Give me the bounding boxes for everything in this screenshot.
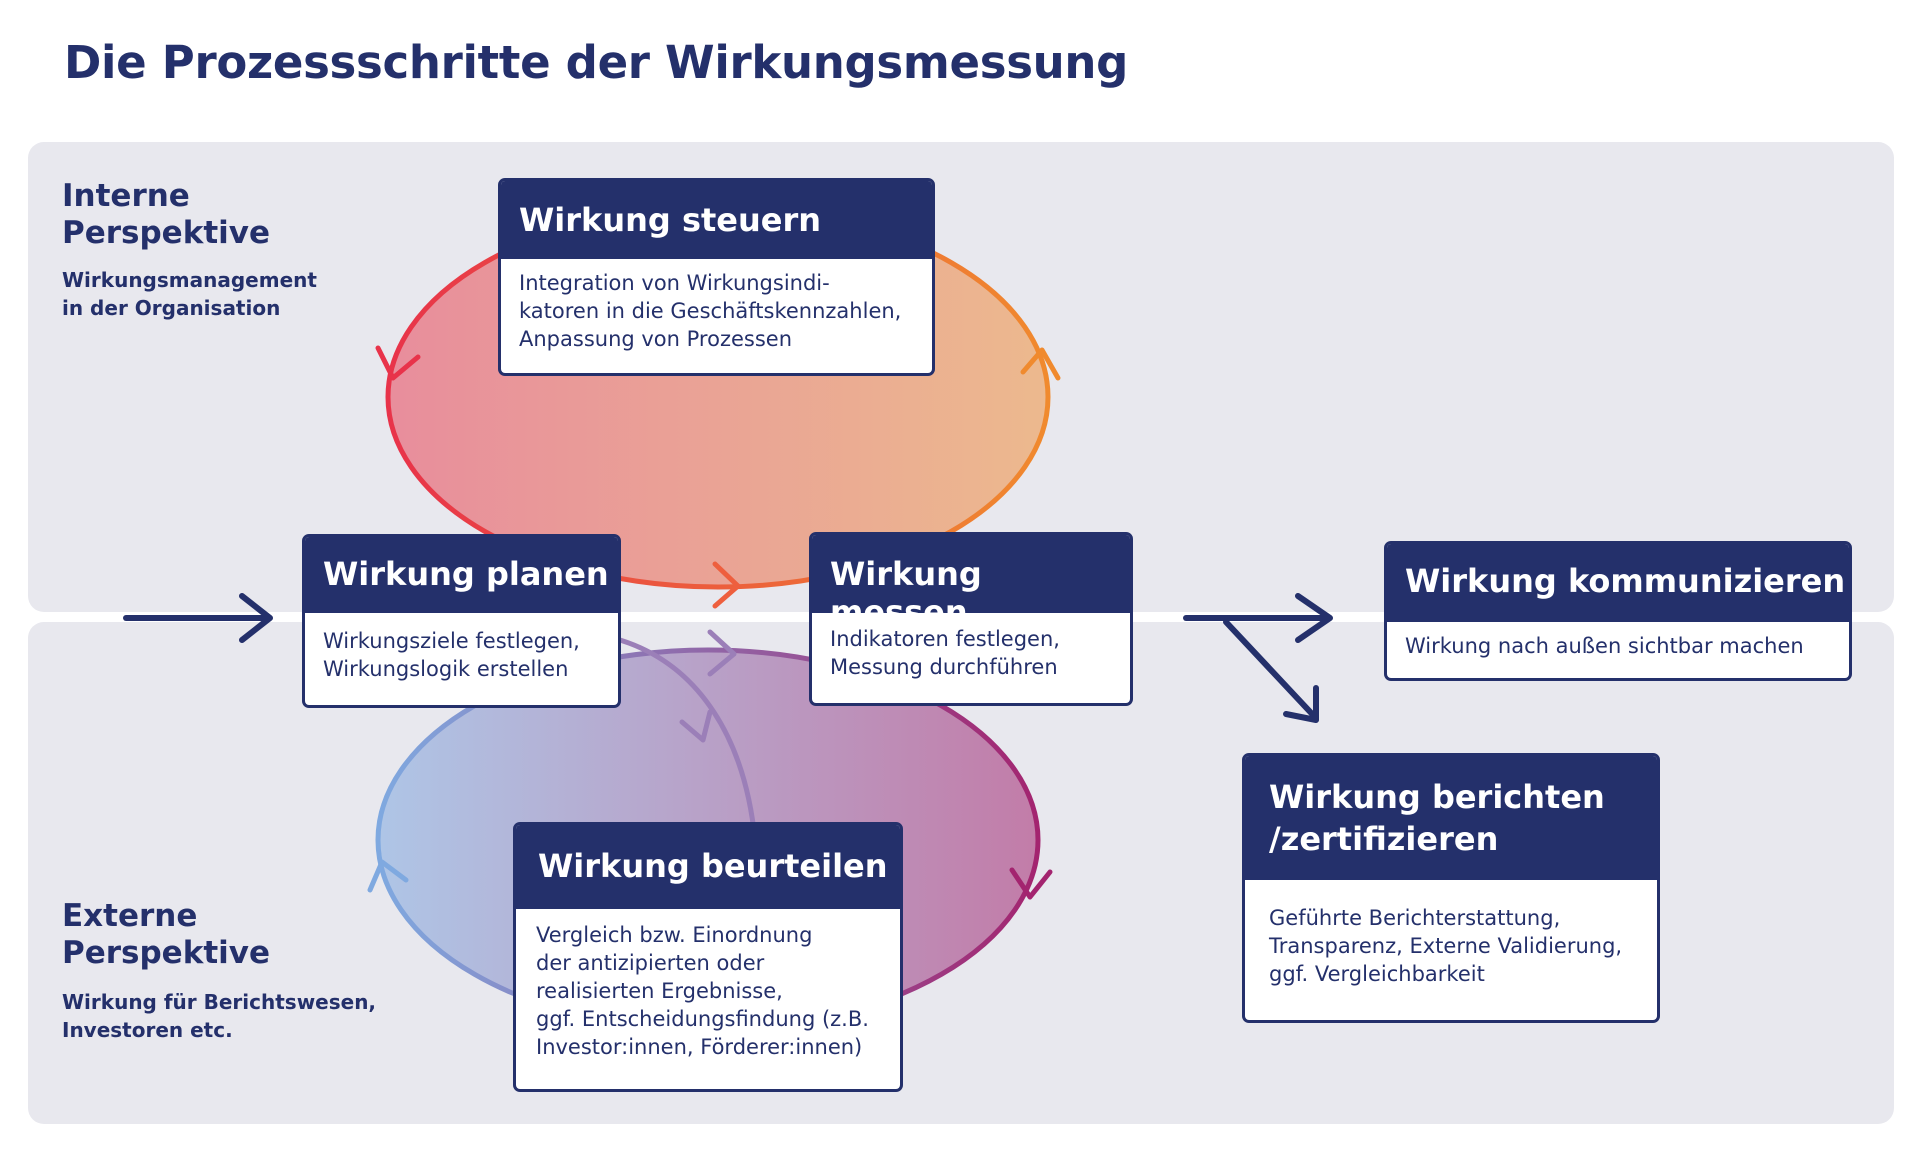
step-messen-description: Indikatoren festlegen, Messung durchführ… [830, 627, 1060, 679]
inner-curve [617, 637, 758, 843]
loop-arrowhead-bottom-right [1009, 867, 1053, 900]
step-berichten-title: Wirkung berichten /zertifizieren [1245, 756, 1657, 880]
loop-arrowhead-left [375, 345, 421, 381]
step-kommunizieren-description: Wirkung nach außen sichtbar machen [1405, 634, 1804, 658]
step-steuern-title: Wirkung steuern [501, 181, 932, 259]
internal-perspective-title: Interne Perspektive [62, 178, 270, 251]
loop-arrowhead-top-bottom [707, 629, 737, 677]
loop-arrowhead-inner [679, 709, 713, 743]
internal-perspective-subtitle: Wirkungsmanagement in der Organisation [62, 268, 317, 320]
step-beurteilen-card: Wirkung beurteilen Vergleich bzw. Einord… [513, 822, 903, 1092]
step-kommunizieren-card: Wirkung kommunizieren Wirkung nach außen… [1384, 541, 1852, 681]
external-perspective-subtitle: Wirkung für Berichtswesen, Investoren et… [62, 990, 377, 1042]
step-messen-card: Wirkung messen Indikatoren festlegen, Me… [809, 532, 1133, 706]
arrow-to-berichten [1223, 619, 1317, 719]
step-beurteilen-title: Wirkung beurteilen [516, 825, 900, 909]
step-beurteilen-description: Vergleich bzw. Einordnung der antizipier… [536, 923, 869, 1059]
page-title: Die Prozessschritte der Wirkungsmessung [64, 36, 1129, 89]
loop-arrowhead-bottom-top [712, 561, 741, 609]
step-berichten-description: Geführte Berichterstattung, Transparenz,… [1269, 906, 1623, 986]
step-planen-card: Wirkung planen Wirkungsziele festlegen, … [302, 534, 621, 708]
step-steuern-description: Integration von Wirkungsindi- katoren in… [519, 271, 902, 351]
step-steuern-card: Wirkung steuern Integration von Wirkungs… [498, 178, 935, 376]
loop-arrowhead-right [1020, 347, 1061, 381]
step-berichten-card: Wirkung berichten /zertifizieren Geführt… [1242, 753, 1660, 1023]
step-planen-title: Wirkung planen [305, 537, 618, 613]
step-planen-description: Wirkungsziele festlegen, Wirkungslogik e… [323, 629, 580, 681]
step-messen-title: Wirkung messen [812, 535, 1130, 631]
external-perspective-title: Externe Perspektive [62, 898, 270, 971]
step-kommunizieren-title: Wirkung kommunizieren [1387, 544, 1849, 622]
loop-arrowhead-bottom-left [367, 859, 409, 893]
